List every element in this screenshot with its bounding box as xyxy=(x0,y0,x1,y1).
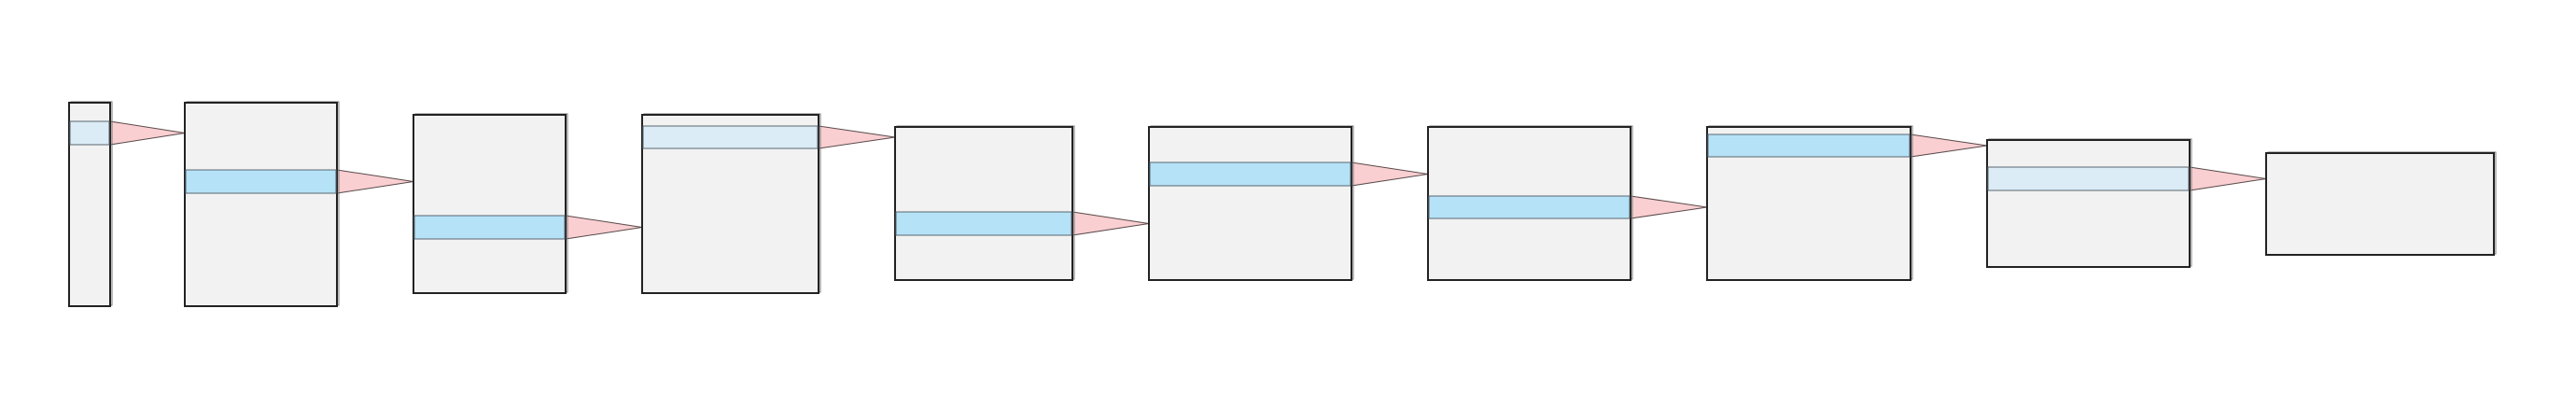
block-9-highlight-band xyxy=(1987,166,2190,191)
block-3 xyxy=(413,113,568,294)
block-6-body xyxy=(1148,126,1352,281)
block-5-highlight-band xyxy=(895,211,1072,236)
connectors-layer xyxy=(109,120,2267,240)
block-2-body xyxy=(184,102,338,307)
block-5-body xyxy=(894,126,1073,281)
block-9-body xyxy=(1986,139,2191,268)
block-3-highlight-band xyxy=(413,215,566,240)
block-7 xyxy=(1427,125,1633,281)
block-9 xyxy=(1986,138,2192,268)
block-8-highlight-band xyxy=(1707,133,1911,158)
blocks-layer xyxy=(68,101,2497,307)
block-8 xyxy=(1706,125,1913,281)
block-10 xyxy=(2265,151,2497,256)
block-7-highlight-band xyxy=(1428,195,1631,219)
block-4-highlight-band xyxy=(642,125,819,149)
block-6-highlight-band xyxy=(1149,161,1351,187)
block-4 xyxy=(641,113,821,294)
block-5 xyxy=(894,125,1075,281)
block-2-highlight-band xyxy=(185,169,337,194)
block-2 xyxy=(184,101,340,307)
block-10-body xyxy=(2265,152,2495,256)
block-1 xyxy=(68,101,113,307)
block-3-body xyxy=(413,114,567,294)
block-1-highlight-band xyxy=(69,120,110,146)
block-6 xyxy=(1148,125,1354,281)
